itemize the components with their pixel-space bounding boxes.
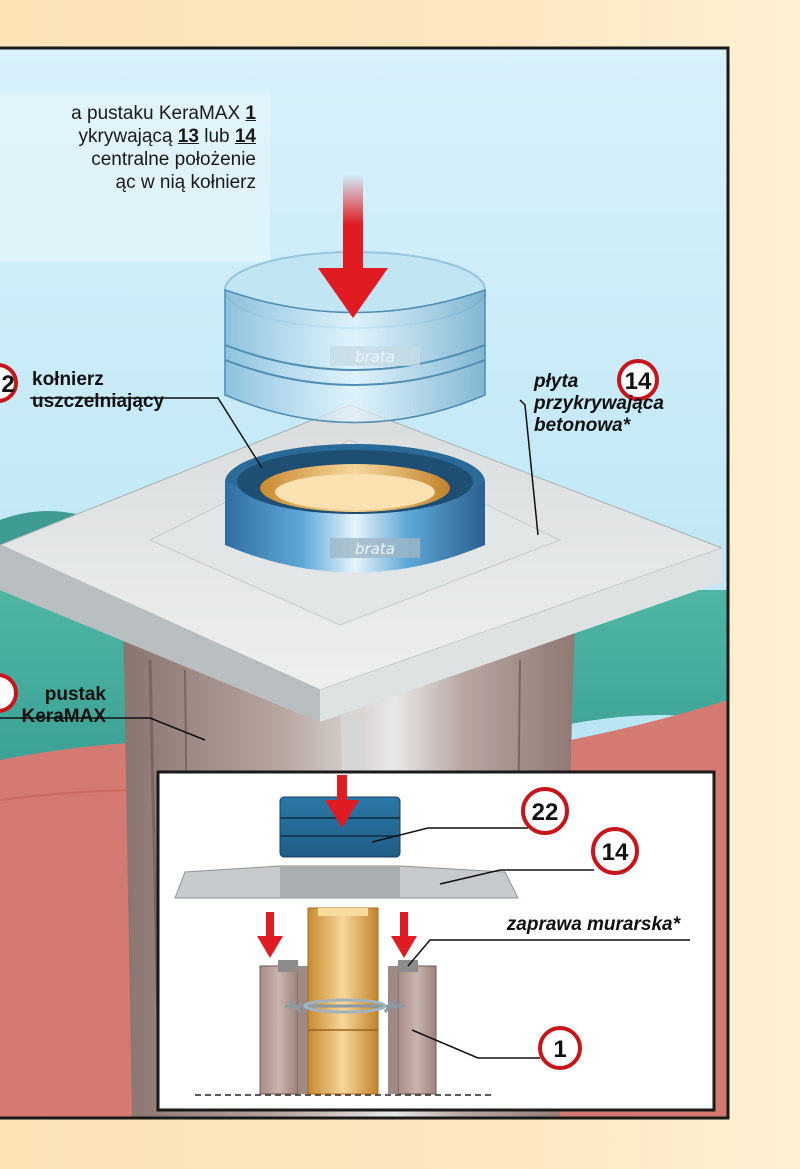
- instruction-ref-14: 14: [234, 126, 256, 147]
- ring-brand-logo-lower: brata: [355, 540, 395, 558]
- instruction-line-1: a pustaku KeraMAX: [71, 103, 241, 124]
- plate-label-line1: płyta: [534, 371, 579, 392]
- block-label-line2: KeraMAX: [21, 706, 106, 727]
- instruction-line-4: ąc w nią kołnierz: [115, 172, 256, 193]
- installed-sealing-collar: brata: [225, 444, 485, 573]
- callout-plate-number: 14: [625, 368, 652, 395]
- inset-callout-block: 1: [553, 1036, 566, 1063]
- ring-brand-logo-upper: brata: [355, 348, 395, 366]
- instruction-line-2-or: lub: [204, 126, 230, 147]
- block-label-line1: pustak: [44, 684, 106, 705]
- collar-label-line2: uszczelniający: [32, 391, 165, 412]
- plate-label-line3: betonowa*: [534, 415, 631, 436]
- inset-callout-collar: 22: [532, 799, 559, 826]
- collar-label: kołnierz uszczelniający: [32, 369, 164, 413]
- plate-label: płyta przykrywająca betonowa*: [534, 371, 664, 437]
- instruction-text: a pustaku KeraMAX 1 ykrywającą 13 lub 14…: [0, 102, 256, 194]
- collar-label-line1: kołnierz: [32, 369, 104, 390]
- block-label: pustak KeraMAX: [2, 684, 106, 728]
- plate-label-line2: przykrywająca: [534, 393, 664, 414]
- main-frame: [0, 46, 730, 1120]
- inset-mortar-label: zaprawa murarska*: [506, 914, 682, 935]
- instruction-line-3: centralne położenie: [91, 149, 256, 170]
- text-panel: [0, 92, 270, 262]
- instruction-line-2: ykrywającą: [78, 126, 173, 147]
- callout-collar-number: 2: [1, 371, 14, 398]
- falling-sealing-collar: brata: [224, 251, 486, 424]
- insert-arrow: [318, 175, 388, 318]
- instruction-ref-13: 13: [177, 126, 199, 147]
- inset-callout-plate: 14: [602, 839, 629, 866]
- instruction-ref-1: 1: [245, 103, 256, 124]
- inset-cross-section: 22 14 1 zaprawa murarska*: [156, 770, 716, 1112]
